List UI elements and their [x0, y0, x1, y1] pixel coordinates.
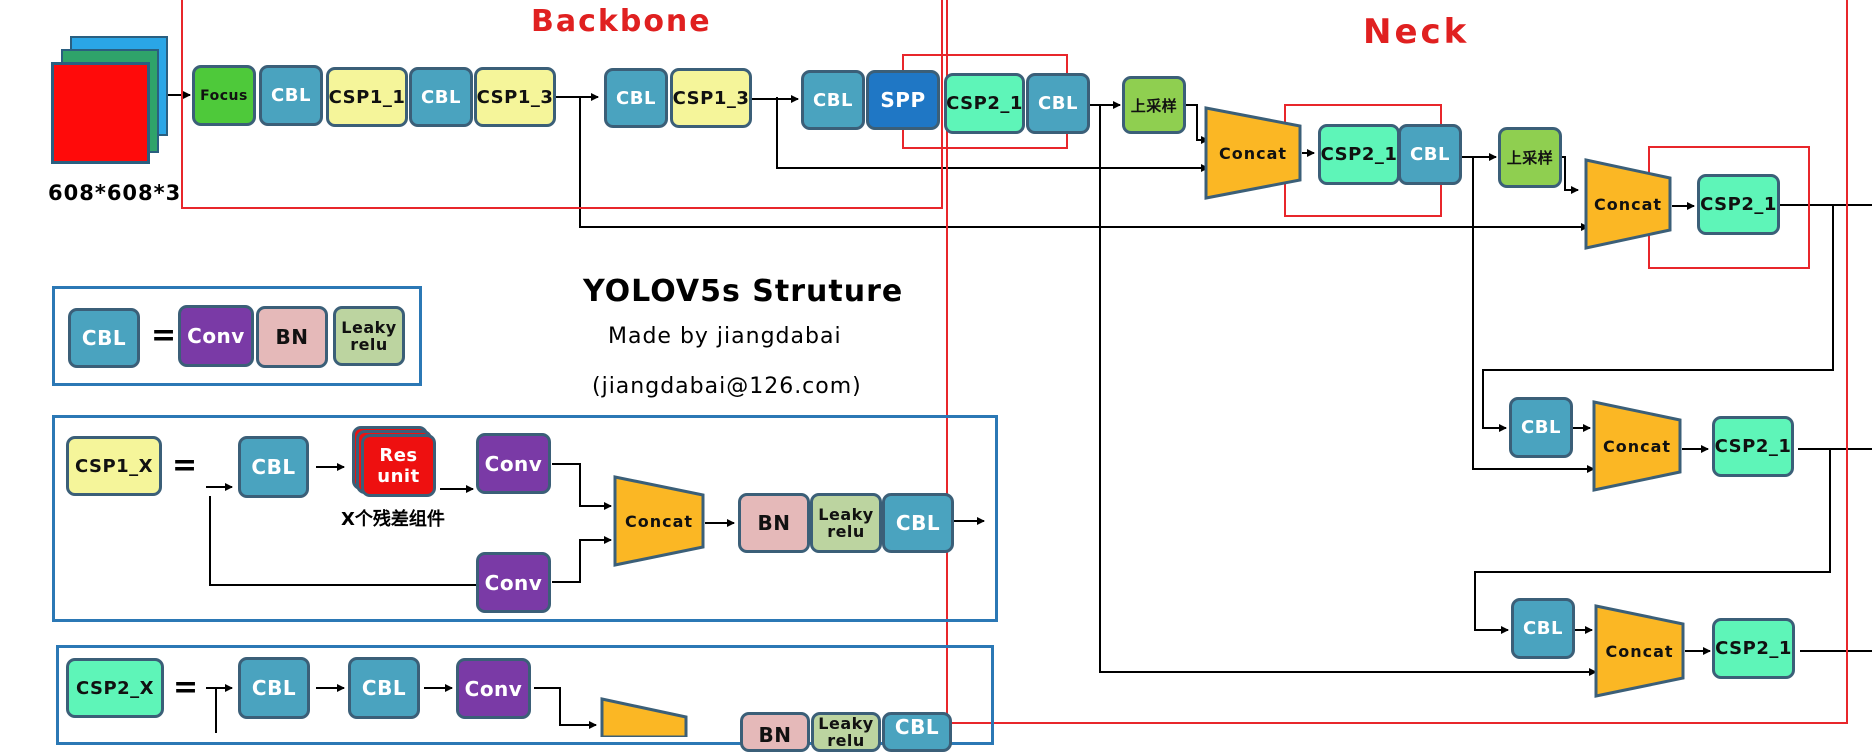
- concat-label: Concat: [1218, 143, 1288, 163]
- neck-cbl-block-1: CBL: [1026, 73, 1090, 134]
- concat-label: Concat: [624, 511, 694, 531]
- cbl-legend-leaky-relu: Leaky relu: [333, 306, 405, 366]
- cbl-legend-cbl: CBL: [68, 308, 140, 368]
- neck-csp2-1-block-3: CSP2_1: [1697, 174, 1780, 235]
- csp1-legend-concat: Concat: [613, 475, 705, 567]
- neck-csp2-1-block-4: CSP2_1: [1712, 416, 1794, 477]
- csp2-legend-concat: [600, 697, 688, 739]
- neck-frame: [946, 0, 1848, 724]
- csp1-legend-name: CSP1_X: [66, 436, 162, 496]
- yolov5s-diagram: 608*608*3 Backbone Neck Focus CBL CSP1_1…: [48, 0, 1872, 752]
- backbone-cbl-block-4: CBL: [801, 70, 865, 130]
- backbone-csp1-3-block-1: CSP1_3: [474, 67, 556, 127]
- cbl-legend-equals: =: [151, 318, 177, 353]
- csp2-legend-cbl-2: CBL: [348, 657, 420, 719]
- neck-csp2-1-block-1: CSP2_1: [944, 73, 1025, 134]
- neck-csp2-1-block-5: CSP2_1: [1712, 618, 1795, 679]
- csp1-legend-res-caption: X个残差组件: [341, 509, 445, 530]
- csp1-legend-conv-2: Conv: [476, 552, 551, 613]
- neck-upsample-block-1: 上采样: [1122, 76, 1186, 134]
- diagram-title: YOLOV5s Struture: [583, 274, 904, 309]
- cbl-legend-bn: BN: [256, 306, 328, 368]
- neck-cbl-block-3: CBL: [1509, 397, 1573, 458]
- email-text: (jiangdabai@126.com): [592, 374, 862, 399]
- csp2-legend-cbl-1: CBL: [238, 657, 310, 719]
- backbone-cbl-block-2: CBL: [409, 67, 473, 127]
- backbone-spp-block: SPP: [866, 70, 940, 130]
- csp1-legend-cbl: CBL: [238, 436, 309, 498]
- cbl-legend-conv: Conv: [178, 305, 254, 367]
- backbone-label: Backbone: [531, 4, 712, 39]
- csp2-legend-leaky-relu: Leaky relu: [811, 712, 881, 752]
- neck-concat-block-2: Concat: [1584, 158, 1672, 250]
- neck-csp2-1-block-2: CSP2_1: [1318, 124, 1400, 185]
- csp1-legend-bn: BN: [738, 493, 810, 553]
- csp1-legend-box: [52, 415, 998, 622]
- author-text: Made by jiangdabai: [608, 324, 842, 349]
- csp1-legend-conv-1: Conv: [476, 433, 551, 494]
- cbl-legend-box: [52, 286, 422, 386]
- concat-label: Concat: [1593, 194, 1663, 214]
- input-size-label: 608*608*3: [48, 181, 182, 205]
- neck-upsample-block-2: 上采样: [1498, 127, 1562, 188]
- backbone-csp1-3-block-2: CSP1_3: [670, 68, 752, 128]
- csp2-legend-cbl-out: CBL: [882, 712, 952, 752]
- csp1-legend-equals: =: [172, 448, 198, 483]
- csp1-legend-cbl-out: CBL: [882, 493, 954, 553]
- csp2-legend-conv: Conv: [456, 658, 531, 719]
- csp1-legend-leaky-relu: Leaky relu: [810, 493, 882, 553]
- neck-concat-block-4: Concat: [1594, 604, 1685, 698]
- csp2-legend-name: CSP2_X: [66, 658, 164, 718]
- concat-label: Concat: [1605, 641, 1674, 661]
- neck-label: Neck: [1363, 12, 1470, 52]
- neck-concat-block-1: Concat: [1204, 106, 1302, 200]
- connector-lines: [168, 91, 1872, 733]
- backbone-focus-block: Focus: [192, 65, 256, 126]
- backbone-cbl-block-1: CBL: [259, 65, 323, 126]
- backbone-csp1-1-block: CSP1_1: [326, 67, 408, 127]
- neck-cbl-block-2: CBL: [1398, 124, 1462, 185]
- neck-cbl-block-4: CBL: [1511, 598, 1575, 659]
- backbone-cbl-block-3: CBL: [604, 68, 668, 128]
- neck-concat-block-3: Concat: [1592, 400, 1682, 492]
- backbone-frame: [181, 0, 943, 209]
- concat-label: Concat: [1602, 436, 1672, 456]
- csp1-legend-res-unit: Res unit: [361, 434, 436, 497]
- csp2-legend-bn: BN: [740, 712, 810, 752]
- csp2-legend-equals: =: [173, 670, 199, 705]
